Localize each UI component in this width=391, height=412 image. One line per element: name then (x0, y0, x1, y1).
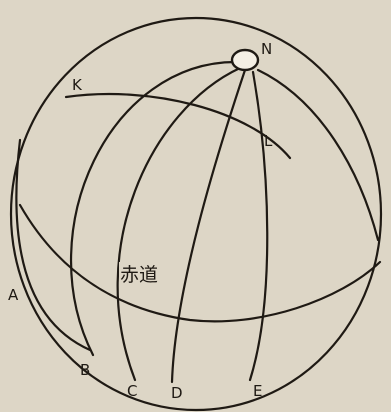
meridian-back-right (256, 68, 380, 242)
sphere-outline (9, 16, 383, 412)
label-a: A (8, 286, 19, 304)
label-n: N (261, 40, 272, 58)
label-b: B (80, 361, 90, 379)
meridian-e (248, 70, 269, 382)
meridian-d (170, 68, 247, 384)
label-d: D (171, 384, 183, 402)
label-equator: 赤道 (120, 264, 158, 286)
meridian-b (69, 60, 240, 357)
meridian-c (116, 66, 242, 382)
label-k: K (72, 76, 83, 94)
north-pole-marker (230, 48, 260, 72)
meridian-a (15, 138, 92, 352)
label-e: E (253, 382, 262, 400)
parallel-k-l (64, 92, 292, 160)
equator-line (18, 203, 382, 323)
label-c: C (127, 382, 137, 400)
equator-label-backdrop (119, 262, 165, 288)
label-l: L (264, 132, 273, 150)
